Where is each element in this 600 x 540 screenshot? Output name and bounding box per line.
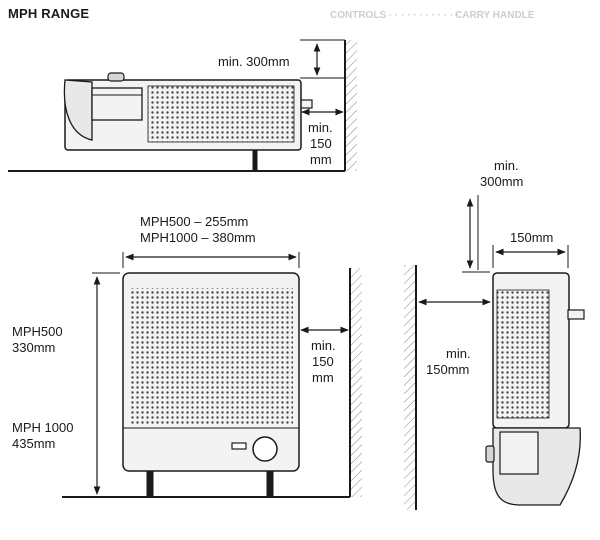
side-grille (496, 289, 550, 419)
wall-clearance-label-line2: 150 (310, 136, 332, 151)
wall-clearance-label-line3: mm (310, 152, 332, 167)
control-knob (485, 445, 495, 463)
wall-clearance-line1: min. (446, 346, 471, 361)
width-label-line1: MPH500 – 255mm (140, 214, 249, 229)
wall-bracket (567, 309, 585, 320)
wall-mount-view (404, 195, 585, 510)
page-title: MPH RANGE (8, 6, 90, 21)
front-wall-clearance-line3: mm (312, 370, 334, 385)
front-wall-clearance-line2: 150 (312, 354, 334, 369)
wall-depth-label: 150mm (510, 230, 554, 245)
height-mph1000-line2: 435mm (12, 436, 56, 451)
height-mph500-line1: MPH500 (12, 324, 63, 339)
side-view (8, 39, 357, 172)
wall-clearance-label-line1: min. (308, 120, 333, 135)
height-mph1000-line1: MPH 1000 (12, 420, 74, 435)
heater-front-scoop (63, 79, 93, 141)
wall-hatch (350, 268, 362, 497)
side-grille (147, 85, 295, 143)
wall-hatch (345, 40, 357, 171)
power-switch (231, 442, 247, 450)
wall-top-clearance-line2: 300mm (480, 174, 524, 189)
front-wall-clearance-line1: min. (311, 338, 336, 353)
thermostat-dial (252, 436, 278, 462)
wall-bracket (299, 99, 313, 109)
wall-top-clearance-line1: min. (494, 158, 519, 173)
top-clearance-label: min. 300mm (218, 54, 290, 69)
control-panel (91, 87, 143, 121)
wall-clearance-line2: 150mm (426, 362, 470, 377)
control-panel (499, 431, 539, 475)
control-knob (107, 72, 125, 82)
background-bleed: CARRY HANDLE (455, 10, 535, 21)
front-grille (129, 288, 293, 424)
front-view (62, 252, 362, 498)
height-mph500-line2: 330mm (12, 340, 56, 355)
background-bleed: CONTROLS · · · · · · · · · · · · (330, 10, 460, 21)
width-label-line2: MPH1000 – 380mm (140, 230, 256, 245)
wall-hatch (404, 265, 416, 510)
